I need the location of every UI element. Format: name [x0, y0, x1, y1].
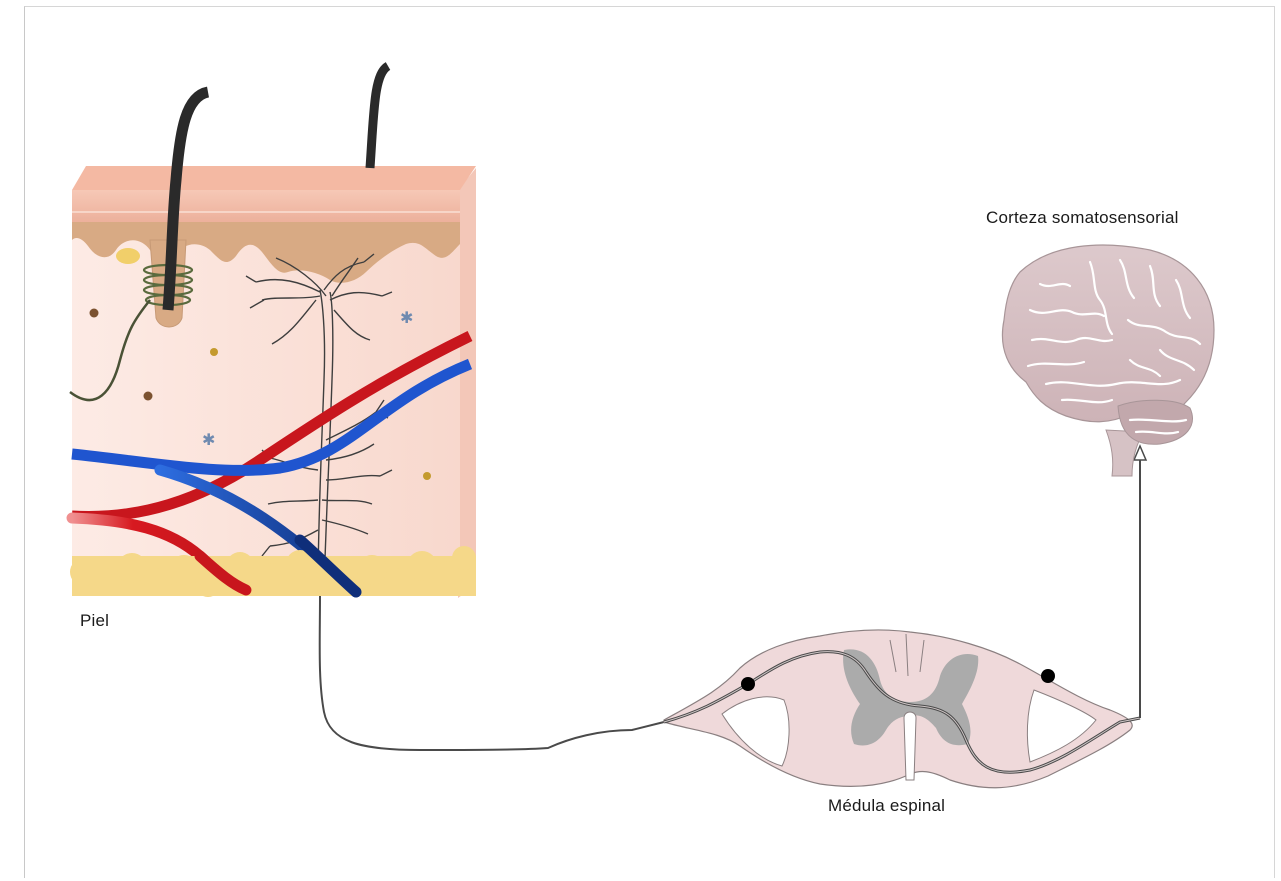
label-spinal-cord: Médula espinal	[828, 796, 945, 816]
skin-cell	[423, 472, 431, 480]
brain	[1002, 245, 1214, 476]
central-canal	[904, 712, 916, 780]
label-skin: Piel	[80, 611, 109, 631]
afferent-nerve-fiber	[320, 596, 664, 750]
skin-section: ✱ ✱	[70, 66, 476, 598]
neuron-cell-body-left	[741, 677, 755, 691]
immune-cell: ✱	[202, 430, 215, 449]
skin-cell	[210, 348, 218, 356]
spinal-cord-section	[664, 630, 1140, 788]
epidermis-top	[72, 166, 476, 190]
label-somatosensory-cortex: Corteza somatosensorial	[986, 208, 1179, 228]
sebaceous-gland	[116, 248, 140, 264]
skin-cell	[90, 309, 99, 318]
cerebrum	[1002, 245, 1214, 422]
skin-cell	[144, 392, 153, 401]
neuron-cell-body-right	[1041, 669, 1055, 683]
hair-right	[370, 66, 388, 168]
immune-cell: ✱	[400, 308, 413, 327]
skin-side-face	[458, 168, 476, 598]
